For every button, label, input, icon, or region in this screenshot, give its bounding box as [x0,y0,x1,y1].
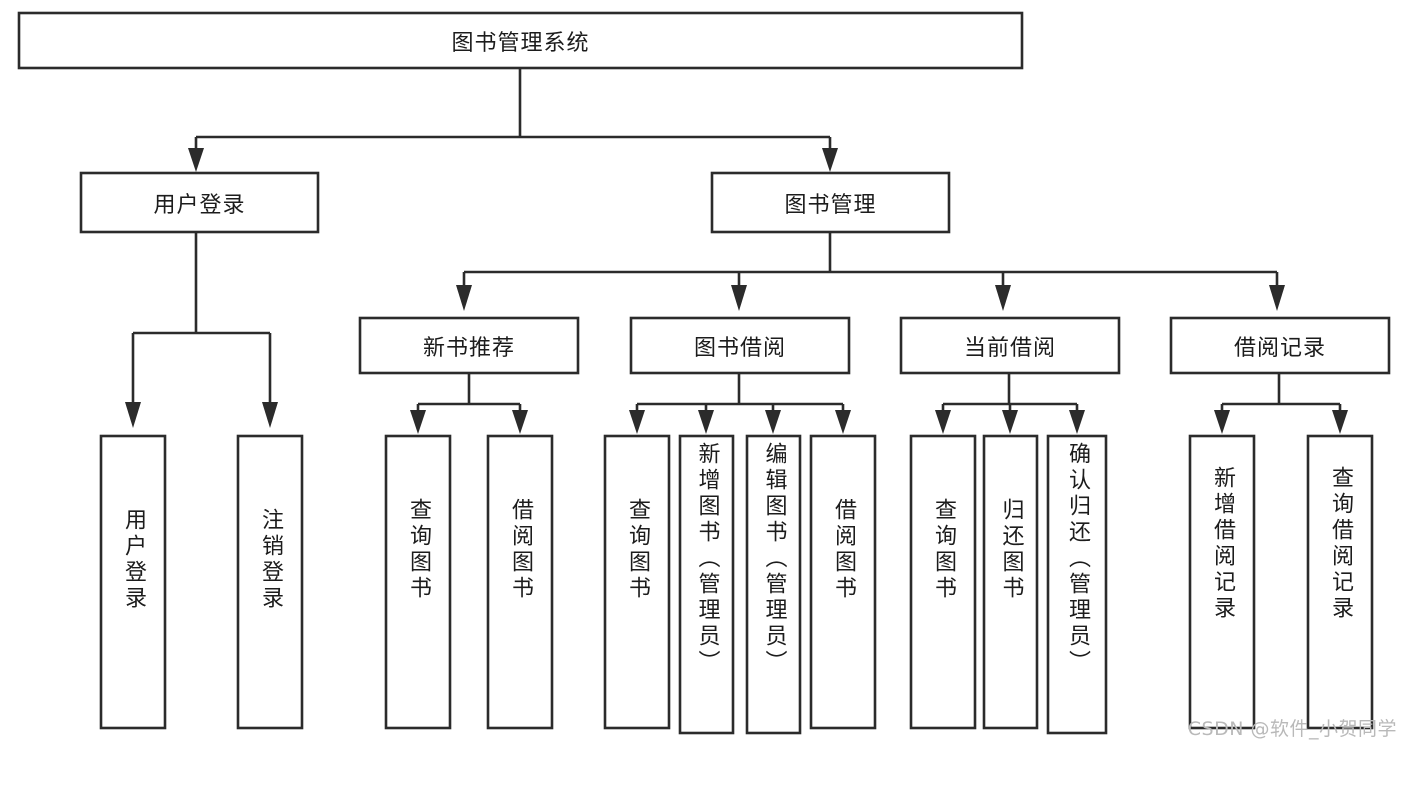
node-box-leaf-query-book-1[interactable] [384,434,452,730]
node-box-leaf-return-book[interactable] [982,434,1039,730]
node-box-leaf-add-record[interactable] [1188,434,1256,730]
node-box-leaf-confirm-return[interactable] [1046,434,1108,735]
node-box-leaf-edit-book[interactable] [745,434,802,735]
arrow-head-query-record [1332,410,1348,434]
node-box-leaf-add-book[interactable] [678,434,735,735]
connector-group-book-manage [456,232,1285,311]
arrow-head-confirm-return [1069,410,1085,434]
arrow-head-current-borrow [995,285,1011,311]
node-box-book-borrow[interactable] [629,316,851,375]
node-box-leaf-query-book-2[interactable] [603,434,671,730]
arrow-head-user-login [188,148,204,172]
arrow-head-return-book [1002,410,1018,434]
node-box-leaf-query-record[interactable] [1306,434,1374,730]
arrow-head-add-book [698,410,714,434]
connector-group-current-borrow [935,373,1085,434]
node-box-book-manage[interactable] [710,171,951,234]
arrow-head-book-manage [822,148,838,172]
node-box-new-book-rec[interactable] [358,316,580,375]
connector-group-new-book-rec [410,373,528,434]
arrow-head-query-book-1 [410,410,426,434]
node-box-current-borrow[interactable] [899,316,1121,375]
arrow-head-leaf-user-login [125,402,141,428]
arrow-head-edit-book [765,410,781,434]
tree-diagram-svg [17,11,1391,735]
connector-group-root [188,68,838,172]
arrow-head-leaf-logout [262,402,278,428]
connector-group-borrow-record [1214,373,1348,434]
arrow-head-query-book-3 [935,410,951,434]
arrow-head-add-record [1214,410,1230,434]
connector-group-user-login [125,232,278,428]
arrow-head-borrow-book-1 [512,410,528,434]
node-box-leaf-query-book-3[interactable] [909,434,977,730]
arrow-head-new-book-rec [456,285,472,311]
node-box-borrow-record[interactable] [1169,316,1391,375]
arrow-head-borrow-book-2 [835,410,851,434]
arrow-head-book-borrow [731,285,747,311]
flowchart-canvas: 图书管理系统 用户登录 图书管理 新书推荐 图书借阅 当前借阅 借阅记录 用户登… [17,11,1397,740]
node-box-user-login[interactable] [79,171,320,234]
node-box-leaf-user-login[interactable] [99,434,167,730]
node-box-leaf-borrow-book-1[interactable] [486,434,554,730]
connector-group-book-borrow [629,373,851,434]
node-box-root[interactable] [17,11,1024,70]
arrow-head-query-book-2 [629,410,645,434]
arrow-head-borrow-record [1269,285,1285,311]
node-box-leaf-borrow-book-2[interactable] [809,434,877,730]
node-box-leaf-logout[interactable] [236,434,304,730]
